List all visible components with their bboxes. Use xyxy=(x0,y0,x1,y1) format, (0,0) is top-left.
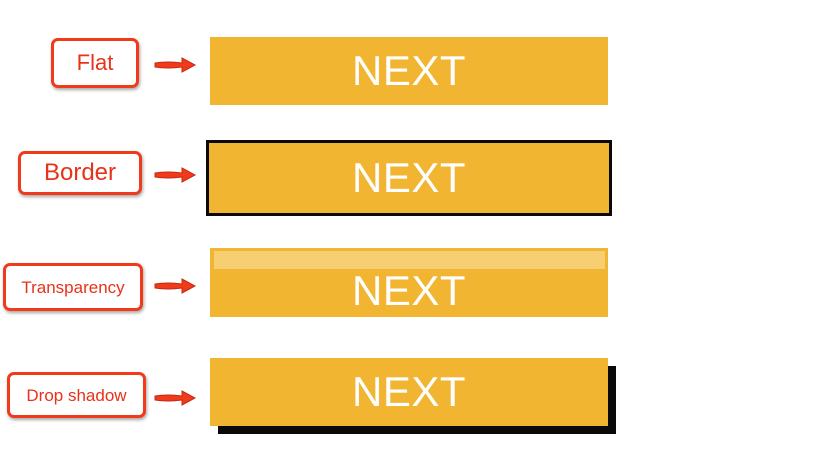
label-drop-shadow: Drop shadow xyxy=(7,372,146,418)
next-button-transparency[interactable]: NEXT xyxy=(210,248,608,317)
next-button-flat[interactable]: NEXT xyxy=(210,37,608,105)
label-border: Border xyxy=(18,151,142,195)
next-button-border[interactable]: NEXT xyxy=(206,140,612,216)
transparency-highlight xyxy=(214,251,605,269)
label-flat-text: Flat xyxy=(76,50,114,75)
next-button-drop-shadow[interactable]: NEXT xyxy=(210,358,608,426)
arrow-right-icon xyxy=(154,390,197,406)
label-border-text: Border xyxy=(43,159,117,186)
arrow-right-icon xyxy=(154,57,197,73)
arrow-right-icon xyxy=(154,278,197,294)
label-transparency: Transparency xyxy=(3,263,143,311)
arrow-right-icon xyxy=(154,167,197,183)
label-flat: Flat xyxy=(51,38,139,88)
label-drop-shadow-text: Drop shadow xyxy=(26,385,127,405)
next-button-border-label: NEXT xyxy=(351,154,466,201)
label-transparency-text: Transparency xyxy=(21,277,125,297)
next-button-flat-label: NEXT xyxy=(351,47,466,94)
next-button-transparency-label: NEXT xyxy=(351,266,466,314)
next-button-drop-shadow-label: NEXT xyxy=(351,368,466,415)
